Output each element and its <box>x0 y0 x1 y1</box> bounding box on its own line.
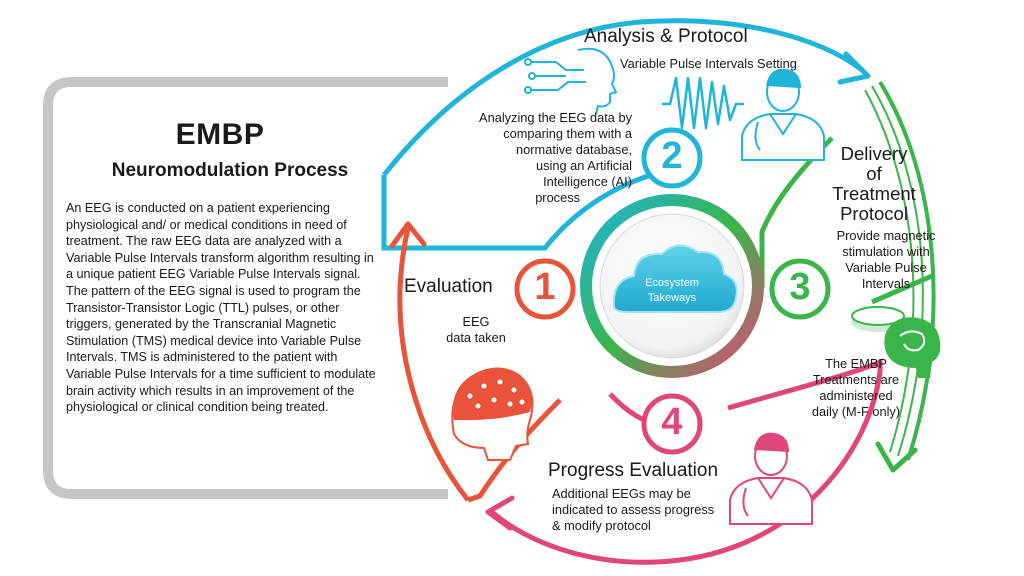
progress-arrowhead <box>485 495 515 531</box>
analysis-arc <box>382 18 864 177</box>
evaluation-arc <box>397 227 470 502</box>
stage-4-title: Progress Evaluation <box>548 460 719 481</box>
evaluation-arrowhead <box>389 221 427 249</box>
eeg-cap-head-icon <box>451 367 534 461</box>
stage-3-title-line: of <box>866 163 882 184</box>
stage-1-text: EEG data taken <box>436 314 516 346</box>
info-frame <box>43 77 448 499</box>
stage-3-note-line: The EMBP <box>825 356 887 371</box>
info-body: An EEG is conducted on a patient experie… <box>66 201 376 415</box>
stage-1-text-line: data taken <box>446 330 506 345</box>
stage-4-text: Additional EEGs may be indicated to asse… <box>552 486 732 534</box>
stage-4-text-line: indicated to assess progress <box>552 502 715 517</box>
stage-3-node <box>769 258 831 320</box>
stage-2-text-line: normative database, <box>516 142 632 157</box>
ai-head-icon <box>524 47 618 115</box>
stage-2-text-line: using an Artificial <box>535 158 632 173</box>
stage-3-text-line: Provide magnetic <box>836 228 936 243</box>
center-ring <box>580 194 764 378</box>
stage-3-title-line: Treatment <box>832 183 916 204</box>
center-label-line1: Ecosystem <box>645 277 699 289</box>
stage-3-text-line: stimulation with <box>842 244 930 259</box>
stage-4-number: 4 <box>661 401 683 443</box>
stage-3-title-line: Delivery <box>840 143 908 164</box>
stage-3-text: Provide magnetic stimulation with Variab… <box>826 228 946 292</box>
progress-arc <box>490 358 883 565</box>
stage-2-text-line: Intelligence (AI) <box>543 174 632 189</box>
stage-3-text-line: Intervals <box>861 276 911 291</box>
stage-1-node <box>514 258 576 320</box>
stage-3-title-line: Protocol <box>840 203 908 224</box>
doctor-icon-progress <box>729 432 813 525</box>
stage-2-text-line: Analyzing the EEG data by <box>479 110 632 125</box>
cloud-icon <box>612 244 738 313</box>
stage-3-note-line: daily (M-F only) <box>811 404 901 419</box>
stage-3-note-line: Treatments are <box>812 372 900 387</box>
stage-1-text-line: EEG <box>462 314 490 329</box>
delivery-arc-inner <box>864 89 915 453</box>
stage-2-text: Analyzing the EEG data by comparing them… <box>432 110 632 206</box>
tms-coil-icon <box>851 273 933 332</box>
brain-icon <box>884 317 941 378</box>
stage-4-text-line: & modify protocol <box>552 518 651 533</box>
stage-2-node <box>641 127 703 189</box>
delivery-arc-outer <box>878 80 936 461</box>
delivery-arrowhead <box>875 441 918 473</box>
stage-3-note: The EMBP Treatments are administered dai… <box>800 356 912 420</box>
stage-1-title: Evaluation <box>404 276 493 297</box>
info-title: EMBP <box>175 118 265 151</box>
stage-2-subtitle: Variable Pulse Intervals Setting <box>620 56 797 71</box>
stage-4-node <box>641 393 703 455</box>
stage-2-text-line: process <box>535 190 580 205</box>
doctor-icon <box>741 68 825 161</box>
center-label-line2: Takeways <box>647 292 697 304</box>
stage-3-title: Delivery of Treatment Protocol <box>828 144 920 224</box>
stage-2-text-line: comparing them with a <box>503 126 632 141</box>
info-subtitle: Neuromodulation Process <box>111 160 349 181</box>
waveform-icon <box>662 76 744 130</box>
stage-3-text-line: Variable Pulse <box>845 260 927 275</box>
stage-3-number: 3 <box>789 266 811 308</box>
stage-3-note-line: administered <box>819 388 893 403</box>
center-label: Ecosystem Takeways <box>620 276 724 306</box>
stage-4-text-line: Additional EEGs may be <box>552 486 691 501</box>
analysis-arrowhead <box>837 51 871 85</box>
stage-1-number: 1 <box>534 266 556 308</box>
delivery-arc-mid <box>871 85 924 457</box>
stage-2-title: Analysis & Protocol <box>584 26 748 47</box>
stage-2-number: 2 <box>661 135 683 177</box>
